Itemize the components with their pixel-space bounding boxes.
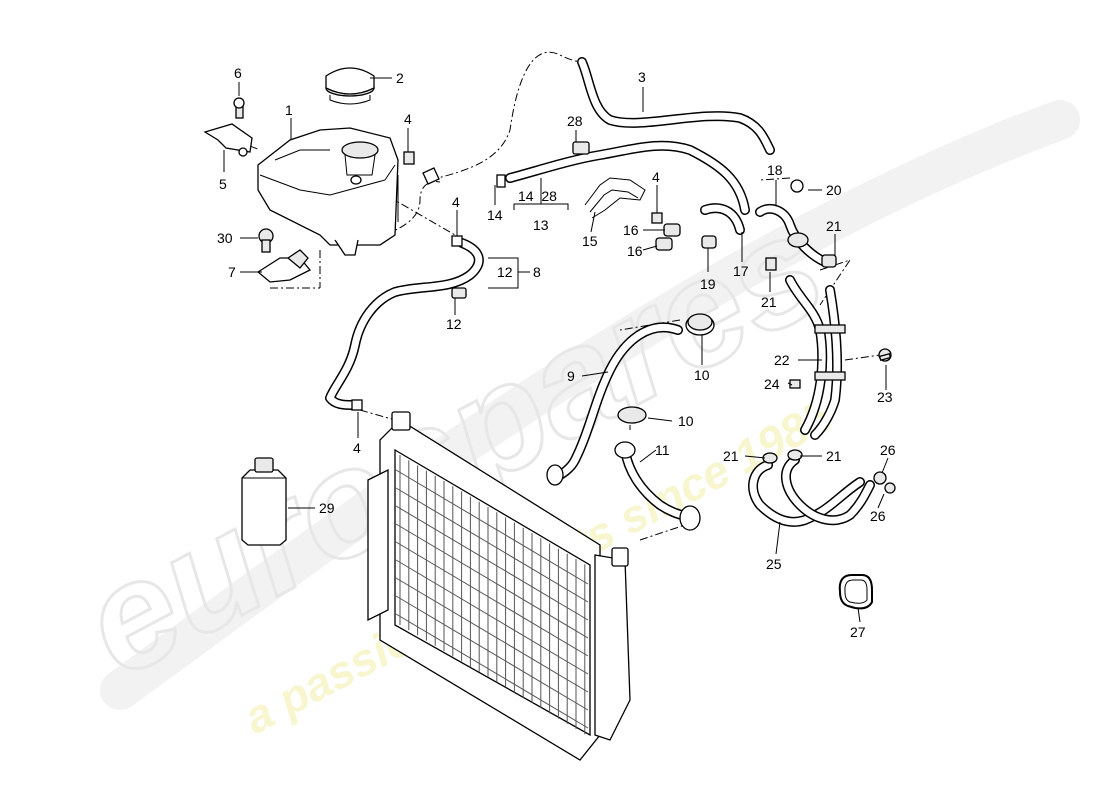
callout-4: 4 bbox=[353, 440, 361, 456]
callout-3: 3 bbox=[638, 69, 646, 85]
callout-14: 14 bbox=[487, 207, 503, 223]
callout-28: 28 bbox=[567, 113, 583, 129]
callout-16: 16 bbox=[627, 243, 643, 259]
callout-6: 6 bbox=[234, 65, 242, 81]
callout-21: 21 bbox=[761, 294, 777, 310]
callout-19: 19 bbox=[700, 276, 716, 292]
vent-hose-3 bbox=[577, 57, 775, 155]
callout-26: 26 bbox=[880, 442, 896, 458]
callout-26: 26 bbox=[870, 508, 886, 524]
callout-12: 12 bbox=[446, 316, 462, 332]
callout-8: 8 bbox=[533, 264, 541, 280]
hose-8 bbox=[325, 235, 484, 411]
callout-13: 13 bbox=[533, 217, 549, 233]
callout-27: 27 bbox=[850, 624, 866, 640]
callout-17: 17 bbox=[733, 263, 749, 279]
callout-30: 30 bbox=[217, 230, 233, 246]
callout-25: 25 bbox=[766, 556, 782, 572]
callout-12: 12 bbox=[497, 264, 513, 280]
callout-24: 24 bbox=[764, 376, 780, 392]
callout-5: 5 bbox=[219, 176, 227, 192]
hose-15 bbox=[584, 177, 646, 219]
hose-13 bbox=[496, 140, 750, 215]
callout-7: 7 bbox=[228, 264, 236, 280]
expansion-tank bbox=[257, 127, 399, 256]
callout-18: 18 bbox=[767, 162, 783, 178]
callout-21: 21 bbox=[723, 448, 739, 464]
leader-lines bbox=[223, 77, 889, 623]
callout-labels: 6 2 1 4 5 3 28 14 28 13 14 4 15 4 16 16 … bbox=[217, 65, 896, 640]
hose-18 bbox=[755, 203, 830, 267]
callout-10: 10 bbox=[678, 413, 694, 429]
coolant-bottle-29 bbox=[241, 457, 287, 546]
hose-25 bbox=[748, 449, 896, 527]
tank-bracket-upper bbox=[203, 97, 253, 157]
clamp-10 bbox=[617, 313, 713, 424]
gasket-27 bbox=[838, 574, 873, 610]
hose-17 bbox=[700, 203, 745, 235]
callout-16: 16 bbox=[623, 222, 639, 238]
callout-23: 23 bbox=[877, 389, 893, 405]
clamps bbox=[651, 179, 837, 271]
callout-20: 20 bbox=[826, 182, 842, 198]
callout-29: 29 bbox=[319, 500, 335, 516]
callout-21: 21 bbox=[826, 218, 842, 234]
callout-21: 21 bbox=[826, 448, 842, 464]
callout-1: 1 bbox=[285, 102, 293, 118]
tank-cap bbox=[325, 67, 375, 105]
callout-9: 9 bbox=[567, 368, 575, 384]
radiator bbox=[367, 411, 631, 761]
callout-11: 11 bbox=[655, 442, 670, 458]
callout-15: 15 bbox=[582, 233, 598, 249]
tank-bracket-lower bbox=[256, 228, 312, 283]
callout-10: 10 bbox=[694, 367, 710, 383]
callout-22: 22 bbox=[774, 352, 790, 368]
callout-4: 4 bbox=[652, 169, 660, 185]
pipes-22 bbox=[785, 275, 846, 440]
sensor-4-top bbox=[403, 151, 440, 185]
callout-14-28: 14 28 bbox=[518, 188, 557, 204]
bolt-23 bbox=[878, 348, 892, 362]
hose-11 bbox=[614, 441, 701, 531]
callout-4: 4 bbox=[452, 194, 460, 210]
callout-4: 4 bbox=[404, 111, 412, 127]
callout-2: 2 bbox=[396, 70, 404, 86]
